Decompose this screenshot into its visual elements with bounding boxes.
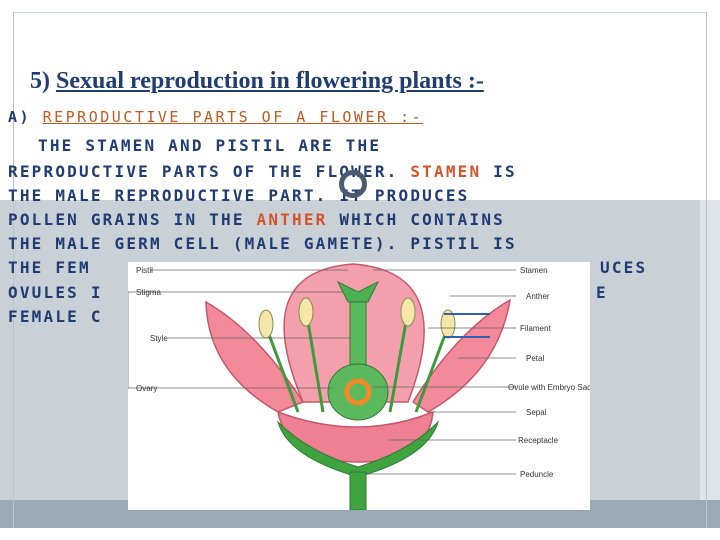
body-line-6-left: THE FEM <box>8 258 91 277</box>
slide-bottom-margin <box>0 528 720 540</box>
subheading: A) REPRODUCTIVE PARTS OF A FLOWER :- <box>8 108 423 126</box>
label-anther: Anther <box>526 292 550 301</box>
accent-line-bottom <box>444 336 490 338</box>
body-line-6-right: UCES <box>600 258 647 277</box>
subheading-label: A) <box>8 108 32 126</box>
subheading-text: REPRODUCTIVE PARTS OF A FLOWER :- <box>42 108 424 126</box>
body-text: E <box>596 283 608 302</box>
label-petal: Petal <box>526 354 544 363</box>
body-text: UCES <box>600 258 648 277</box>
label-peduncle: Peduncle <box>520 470 554 479</box>
ring-decoration <box>339 170 367 198</box>
label-stigma: Stigma <box>136 288 161 297</box>
title-text: Sexual reproduction in flowering plants … <box>56 68 484 94</box>
label-receptacle: Receptacle <box>518 436 559 445</box>
body-line-7-right: E <box>596 283 608 302</box>
body-text: FEMALE C <box>8 307 103 326</box>
slide-frame-right <box>706 12 707 528</box>
keyword-anther: ANTHER <box>256 210 328 229</box>
body-line-4: POLLEN GRAINS IN THE ANTHER WHICH CONTAI… <box>8 210 505 229</box>
body-line-8: FEMALE C <box>8 307 103 326</box>
body-text: WHICH CONTAINS <box>327 210 505 229</box>
label-filament: Filament <box>520 324 551 333</box>
slide-background-top <box>0 0 720 200</box>
body-text: THE STAMEN AND PISTIL ARE THE <box>38 136 382 155</box>
slide-frame-top <box>13 12 707 13</box>
label-style: Style <box>150 334 168 343</box>
body-text: THE MALE GERM CELL (MALE GAMETE). PISTIL… <box>8 234 517 253</box>
title-number: 5) <box>30 68 50 94</box>
body-line-5: THE MALE GERM CELL (MALE GAMETE). PISTIL… <box>8 234 517 253</box>
label-ovary: Ovary <box>136 384 157 393</box>
label-stamen: Stamen <box>520 266 548 275</box>
accent-line-top <box>444 313 490 315</box>
body-text: IS <box>481 162 517 181</box>
label-pistil: Pistil <box>136 266 153 275</box>
body-text: REPRODUCTIVE PARTS OF THE FLOWER. <box>8 162 411 181</box>
body-line-1: THE STAMEN AND PISTIL ARE THE <box>38 136 381 155</box>
body-text: THE MALE REPRODUCTIVE PART. IT PRODUCES <box>8 186 470 205</box>
body-line-3: THE MALE REPRODUCTIVE PART. IT PRODUCES <box>8 186 469 205</box>
body-text: OVULES I <box>8 283 103 302</box>
label-ovule: Ovule with Embryo Sac <box>508 383 590 392</box>
slide-right-edge <box>700 200 720 500</box>
body-text: POLLEN GRAINS IN THE <box>8 210 257 229</box>
flower-diagram: Pistil Stigma Style Ovary Stamen Anther … <box>128 262 590 510</box>
body-text: THE FEM <box>8 258 91 277</box>
label-sepal: Sepal <box>526 408 547 417</box>
flower-illustration: Pistil Stigma Style Ovary Stamen Anther … <box>128 263 590 510</box>
keyword-stamen: STAMEN <box>410 162 482 181</box>
body-line-2: REPRODUCTIVE PARTS OF THE FLOWER. STAMEN… <box>8 162 517 181</box>
slide-frame-left <box>13 12 14 528</box>
slide-title: 5) Sexual reproduction in flowering plan… <box>30 68 484 95</box>
body-line-7-left: OVULES I <box>8 283 103 302</box>
